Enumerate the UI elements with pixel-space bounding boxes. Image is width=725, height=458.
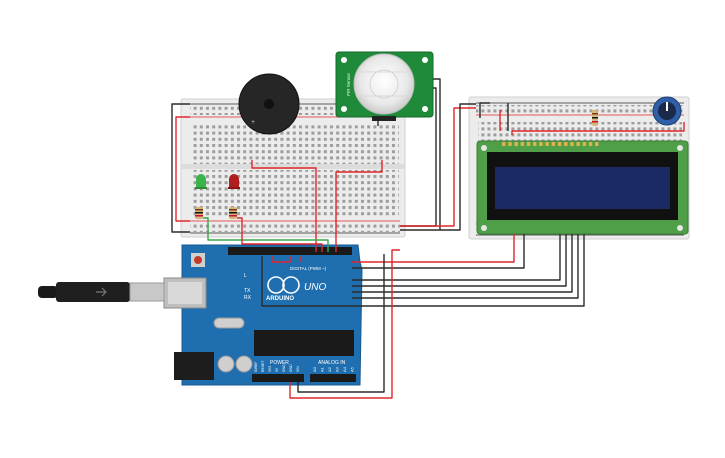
arduino-brand: ARDUINO [266, 296, 294, 302]
digital-label: DIGITAL (PWM ~) [290, 266, 327, 271]
analog-pin-label: A4 [342, 366, 347, 372]
lcd-pin [514, 142, 518, 146]
wire-lcd-d6 [352, 234, 561, 281]
lcd-pin-header [502, 142, 599, 146]
wire-lcd-d7 [352, 234, 567, 287]
piezo-buzzer-icon: + [238, 73, 300, 135]
green-led-icon [195, 174, 207, 189]
arduino-model: UNO [304, 282, 326, 293]
power-pin-label: RESET [261, 361, 265, 372]
lcd-pin [533, 142, 537, 146]
potentiometer-icon [652, 96, 682, 126]
power-pin-label: 3V3 [268, 366, 272, 372]
wire-buzzer-to-board [251, 160, 317, 252]
buzzer-plus: + [251, 119, 255, 126]
wire-buzzer-gnd [335, 160, 383, 252]
analog-pin-label: A3 [335, 366, 340, 372]
wire-pin-red-a [271, 256, 291, 263]
lcd-pin [595, 142, 599, 146]
analog-pin-label: A5 [350, 366, 355, 372]
wire-lcd-bl [261, 234, 585, 307]
lcd-display [476, 140, 689, 235]
analog-pin-label: A0 [312, 366, 317, 372]
lcd-pin [545, 142, 549, 146]
wire-right-gnd [479, 102, 490, 118]
wire-link-black [440, 103, 476, 231]
led-tx-label: TX [244, 288, 251, 294]
power-pin-label: IOREF [254, 362, 258, 372]
lcd-pin [526, 142, 531, 146]
power-pin-label: GND [282, 364, 286, 372]
wire-lcd-en [352, 234, 573, 293]
power-pin-label: GND [289, 364, 293, 372]
pir-sensor: PIR Sensor [335, 51, 434, 121]
lcd-pin [564, 142, 568, 146]
analog-label: ANALOG IN [318, 360, 346, 366]
wires [171, 78, 685, 399]
lcd-pin [582, 142, 587, 146]
wire-led-green [203, 217, 329, 252]
arduino-uno: ARDUINO UNO DIGITAL (PWM ~) POWER ANALOG… [163, 244, 363, 386]
lcd-pin [508, 142, 512, 146]
lcd-pin [520, 142, 525, 146]
wire-lcd-top [511, 122, 685, 135]
wire-lcd-d4 [352, 234, 515, 263]
analog-pin-label: A2 [327, 366, 332, 372]
usb-cable-icon [38, 282, 165, 302]
resistor-2 [229, 207, 237, 219]
led-l-label: L [244, 273, 247, 279]
lcd-pin [588, 142, 593, 146]
wire-lcd-rs [352, 234, 579, 299]
power-pin-label: 5V [275, 367, 279, 372]
led-rx-label: RX [244, 295, 252, 301]
pir-side-label: PIR Sensor [346, 72, 351, 96]
lcd-pin [502, 142, 506, 146]
wire-vcc-left-rail [175, 116, 190, 222]
power-pin-label: VIN [296, 366, 300, 372]
wire-link-red [400, 107, 476, 227]
red-led-icon [228, 174, 240, 189]
wire-pir-rail [400, 78, 441, 231]
wire-gnd-loop [297, 254, 385, 393]
wire-lcd-d5 [352, 234, 525, 269]
lcd-pin [570, 142, 574, 146]
resistor-3 [592, 110, 598, 126]
wire-gnd-left-rail [171, 103, 190, 233]
resistor-1 [195, 207, 203, 219]
wire-5v-loop [289, 249, 400, 399]
wire-led-red [237, 217, 323, 252]
lcd-pin [576, 142, 580, 146]
analog-pin-label: A1 [320, 366, 325, 372]
power-label: POWER [270, 360, 289, 366]
lcd-pin [539, 142, 543, 146]
lcd-pin [551, 142, 556, 146]
lcd-pin [557, 142, 562, 146]
